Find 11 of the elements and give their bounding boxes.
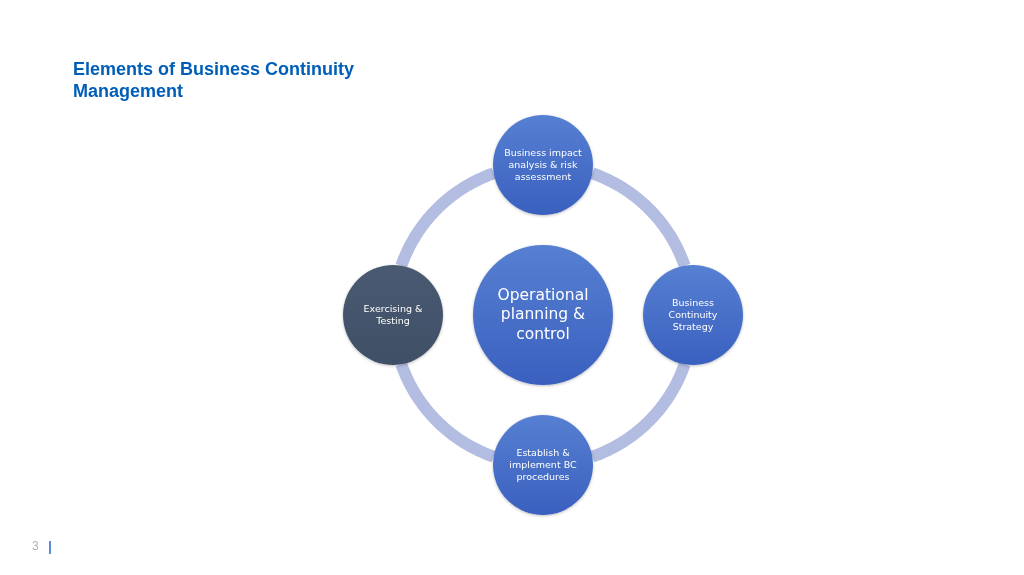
slide-title: Elements of Business Continuity Management	[73, 58, 356, 102]
page-number: 3	[32, 539, 39, 553]
ring-arc	[589, 361, 691, 463]
ring-arc	[589, 167, 691, 269]
ring-arc	[395, 167, 497, 269]
node-label: Exercising & Testing	[362, 303, 424, 327]
node-label: Establish & implement BC procedures	[508, 447, 578, 483]
node-label: Operational planning & control	[496, 285, 590, 345]
ring-arc	[395, 361, 497, 463]
node-label: Business impact analysis & risk assessment	[504, 147, 582, 183]
node-label: Business Continuity Strategy	[667, 297, 719, 333]
